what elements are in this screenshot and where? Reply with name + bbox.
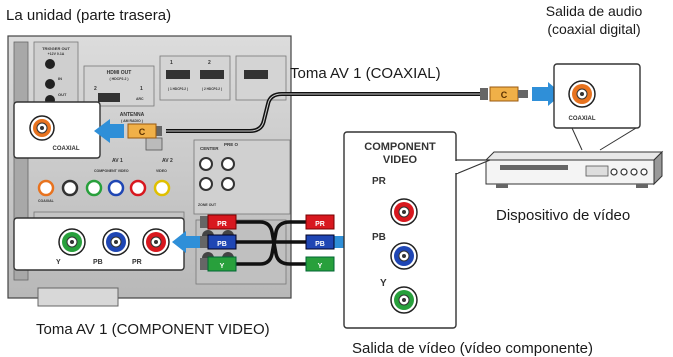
component-pr-label: PR	[372, 176, 387, 187]
device-button-2	[620, 168, 628, 176]
zone-out-label: ZONE OUT	[198, 203, 217, 207]
out-label: OUT	[58, 92, 67, 97]
trigger-out-sub-label: +12V 0.1A	[48, 52, 65, 56]
in-label: IN	[58, 76, 62, 81]
audio-coaxial-label: COAXIAL	[569, 116, 596, 122]
component-output-callout: COMPONENT VIDEO PR PB Y	[343, 131, 491, 329]
plug-pb-left	[207, 234, 237, 250]
arc-label: ARC	[136, 97, 144, 101]
unit-y-label: Y	[56, 259, 61, 266]
component-title-line1: COMPONENT	[364, 141, 436, 153]
pre-out-jack-1	[199, 157, 213, 171]
hdmi-in-2-label: 2	[208, 60, 211, 66]
component-title-line2: VIDEO	[383, 154, 418, 166]
hdmi-1-label: 1	[140, 86, 143, 92]
remote-in-jack	[45, 79, 55, 89]
antenna-label: ANTENNA	[120, 112, 145, 118]
hdmi-in-port-1	[166, 70, 190, 79]
video-device-title: Dispositivo de vídeo	[496, 207, 630, 224]
audio-output-callout: COAXIAL	[553, 63, 641, 151]
hdmi-out-label: HDMI OUT	[107, 70, 132, 76]
coax-plug-right-letter: C	[501, 90, 508, 100]
av1-coaxial-jack-small	[37, 179, 55, 197]
trigger-out-label: TRIGGER OUT	[42, 46, 70, 51]
pre-out-label: PRE O	[224, 142, 239, 147]
device-display	[585, 165, 609, 177]
av1-pr-jack-small	[129, 179, 147, 197]
unit-coaxial-label: COAXIAL	[53, 146, 80, 152]
hdmi-out-sub-label: ( HDCP2.2 )	[109, 77, 128, 81]
audio-output-title-line1: Salida de audio	[546, 3, 643, 19]
plug-pr-left	[207, 214, 237, 230]
pre-out-jack-3	[221, 157, 235, 171]
component-cable: PR PB Y PR PB Y	[200, 214, 335, 272]
plug-pr-right	[305, 214, 335, 230]
unit-rear-title: La unidad (parte trasera)	[6, 7, 171, 24]
trigger-jack	[45, 59, 55, 69]
arrow-coaxial-to-unit	[94, 119, 124, 143]
plug-pr-left-label: PR	[217, 221, 227, 228]
coax-plug-left-letter: C	[139, 127, 146, 137]
hdmi-in-port-3	[244, 70, 268, 79]
device-button-3	[630, 168, 638, 176]
plug-pb-right	[305, 234, 335, 250]
coax-plug-left	[127, 123, 157, 139]
plug-pb-left-label: PB	[217, 241, 227, 248]
am-radio-label: ( AM RADIO )	[121, 119, 143, 123]
device-button-4	[640, 168, 648, 176]
device-button-1	[610, 168, 618, 176]
audio-output-title-line2: (coaxial digital)	[547, 21, 640, 37]
unit-component-callout: Y PB PR	[13, 217, 185, 271]
video-device	[484, 150, 664, 188]
hdmi-port-2	[98, 93, 120, 102]
av2-video-jack	[153, 179, 171, 197]
coax-plug-left-tip	[154, 126, 162, 136]
plug-y-right	[305, 256, 335, 272]
av2-label: AV 2	[162, 158, 173, 164]
hdmi-2-label: 2	[94, 86, 97, 92]
hdcp-b-label: ( 2 HDCP2.2 )	[202, 87, 222, 91]
av1-pb-jack-small	[107, 179, 125, 197]
unit-coaxial-callout: COAXIAL	[13, 101, 101, 159]
arrow-component-to-unit	[172, 231, 200, 253]
pre-out-jack-2	[199, 177, 213, 191]
video-small-label: VIDEO	[156, 169, 167, 173]
av1-y-jack-small	[85, 179, 103, 197]
unit-pb-label: PB	[93, 259, 103, 266]
video-output-title: Salida de vídeo (vídeo componente)	[352, 340, 593, 357]
plug-pb-right-label: PB	[315, 241, 325, 248]
component-pb-label: PB	[372, 232, 386, 243]
plug-y-left	[207, 256, 237, 272]
pre-out-jack-4	[221, 177, 235, 191]
coax-plug-right-tip	[480, 88, 488, 100]
component-y-label: Y	[380, 278, 387, 289]
hdcp-a-label: ( 1 HDCP2.2 )	[168, 87, 188, 91]
plug-y-left-label: Y	[220, 263, 225, 270]
plug-pr-right-label: PR	[315, 221, 325, 228]
av1-coaxial-title: Toma AV 1 (COAXIAL)	[290, 65, 441, 82]
av1-optical-jack-small	[61, 179, 79, 197]
coaxial-cable: C C	[127, 86, 528, 139]
disc-tray	[500, 165, 568, 170]
plug-y-right-label: Y	[318, 263, 323, 270]
unit-pr-label: PR	[132, 259, 142, 266]
am-antenna-terminal	[145, 137, 163, 151]
component-video-small-label: COMPONENT VIDEO	[94, 169, 129, 173]
hdmi-in-port-2	[200, 70, 224, 79]
av1-component-title: Toma AV 1 (COMPONENT VIDEO)	[36, 321, 270, 338]
av1-label: AV 1	[112, 158, 123, 164]
coaxial-small-label: COAXIAL	[38, 199, 55, 203]
hdmi-in-1-label: 1	[170, 60, 173, 66]
center-label: CENTER	[200, 146, 219, 151]
